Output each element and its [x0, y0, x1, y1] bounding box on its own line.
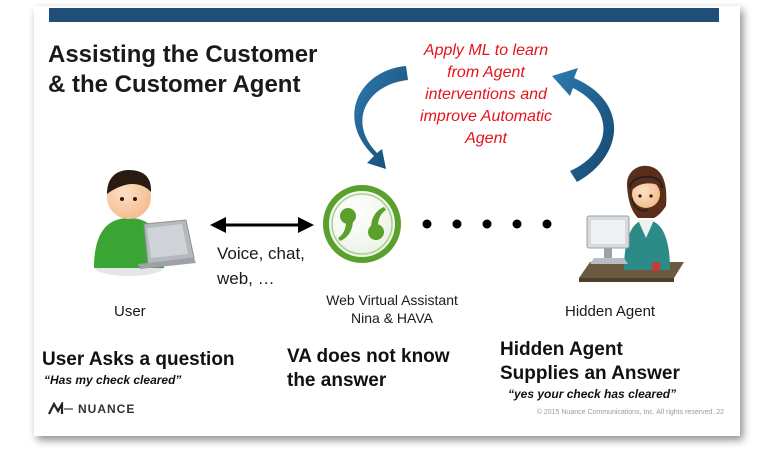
connection-dots [422, 219, 552, 229]
va-label: Web Virtual Assistant Nina & HAVA [292, 291, 492, 327]
channels-line-2: web, … [217, 269, 275, 288]
copyright: © 2015 Nuance Communications, Inc. All r… [536, 409, 724, 416]
ml-note-line-4: improve Automatic [420, 108, 552, 125]
va-label-line-1: Web Virtual Assistant [326, 292, 458, 308]
title-line-1: Assisting the Customer [48, 41, 318, 68]
agent-quote: “yes your check has cleared” [508, 387, 677, 401]
nuance-logo-icon [48, 402, 73, 415]
ml-note: Apply ML to learn from Agent interventio… [402, 40, 570, 150]
ml-note-line-3: interventions and [425, 86, 547, 103]
ml-note-line-2: from Agent [447, 64, 525, 81]
logo-text: NUANCE [78, 402, 136, 416]
virtual-assistant-quote-icon [323, 185, 401, 263]
hidden-agent-headset-icon [579, 165, 684, 282]
channels-label: Voice, chat, web, … [217, 241, 305, 291]
user-with-laptop-icon [94, 170, 196, 276]
slide-title: Assisting the Customer & the Customer Ag… [48, 40, 368, 100]
user-heading: User Asks a question [42, 348, 235, 372]
va-heading-line-1: VA does not know [287, 346, 450, 367]
agent-heading-line-1: Hidden Agent [500, 339, 623, 360]
diagram-graphics [94, 66, 684, 282]
left-curved-arrow-icon [354, 66, 408, 169]
nuance-logo: NUANCE [48, 402, 135, 416]
va-heading: VA does not know the answer [287, 345, 450, 393]
agent-label: Hidden Agent [565, 303, 656, 320]
va-label-line-2: Nina & HAVA [351, 310, 433, 326]
agent-heading-line-2: Supplies an Answer [500, 363, 680, 384]
user-label: User [114, 303, 146, 320]
title-line-2: & the Customer Agent [48, 71, 301, 98]
slide: Assisting the Customer & the Customer Ag… [34, 6, 740, 436]
user-heading-line-1: User Asks a question [42, 349, 235, 370]
double-arrow-icon [210, 217, 314, 233]
agent-heading: Hidden Agent Supplies an Answer [500, 338, 680, 386]
ml-note-line-1: Apply ML to learn [423, 42, 549, 59]
top-bar [49, 8, 719, 22]
va-heading-line-2: the answer [287, 370, 387, 391]
user-quote: “Has my check cleared” [44, 373, 182, 387]
right-curved-arrow-icon [552, 68, 615, 182]
ml-note-line-5: Agent [465, 130, 507, 147]
channels-line-1: Voice, chat, [217, 244, 305, 263]
